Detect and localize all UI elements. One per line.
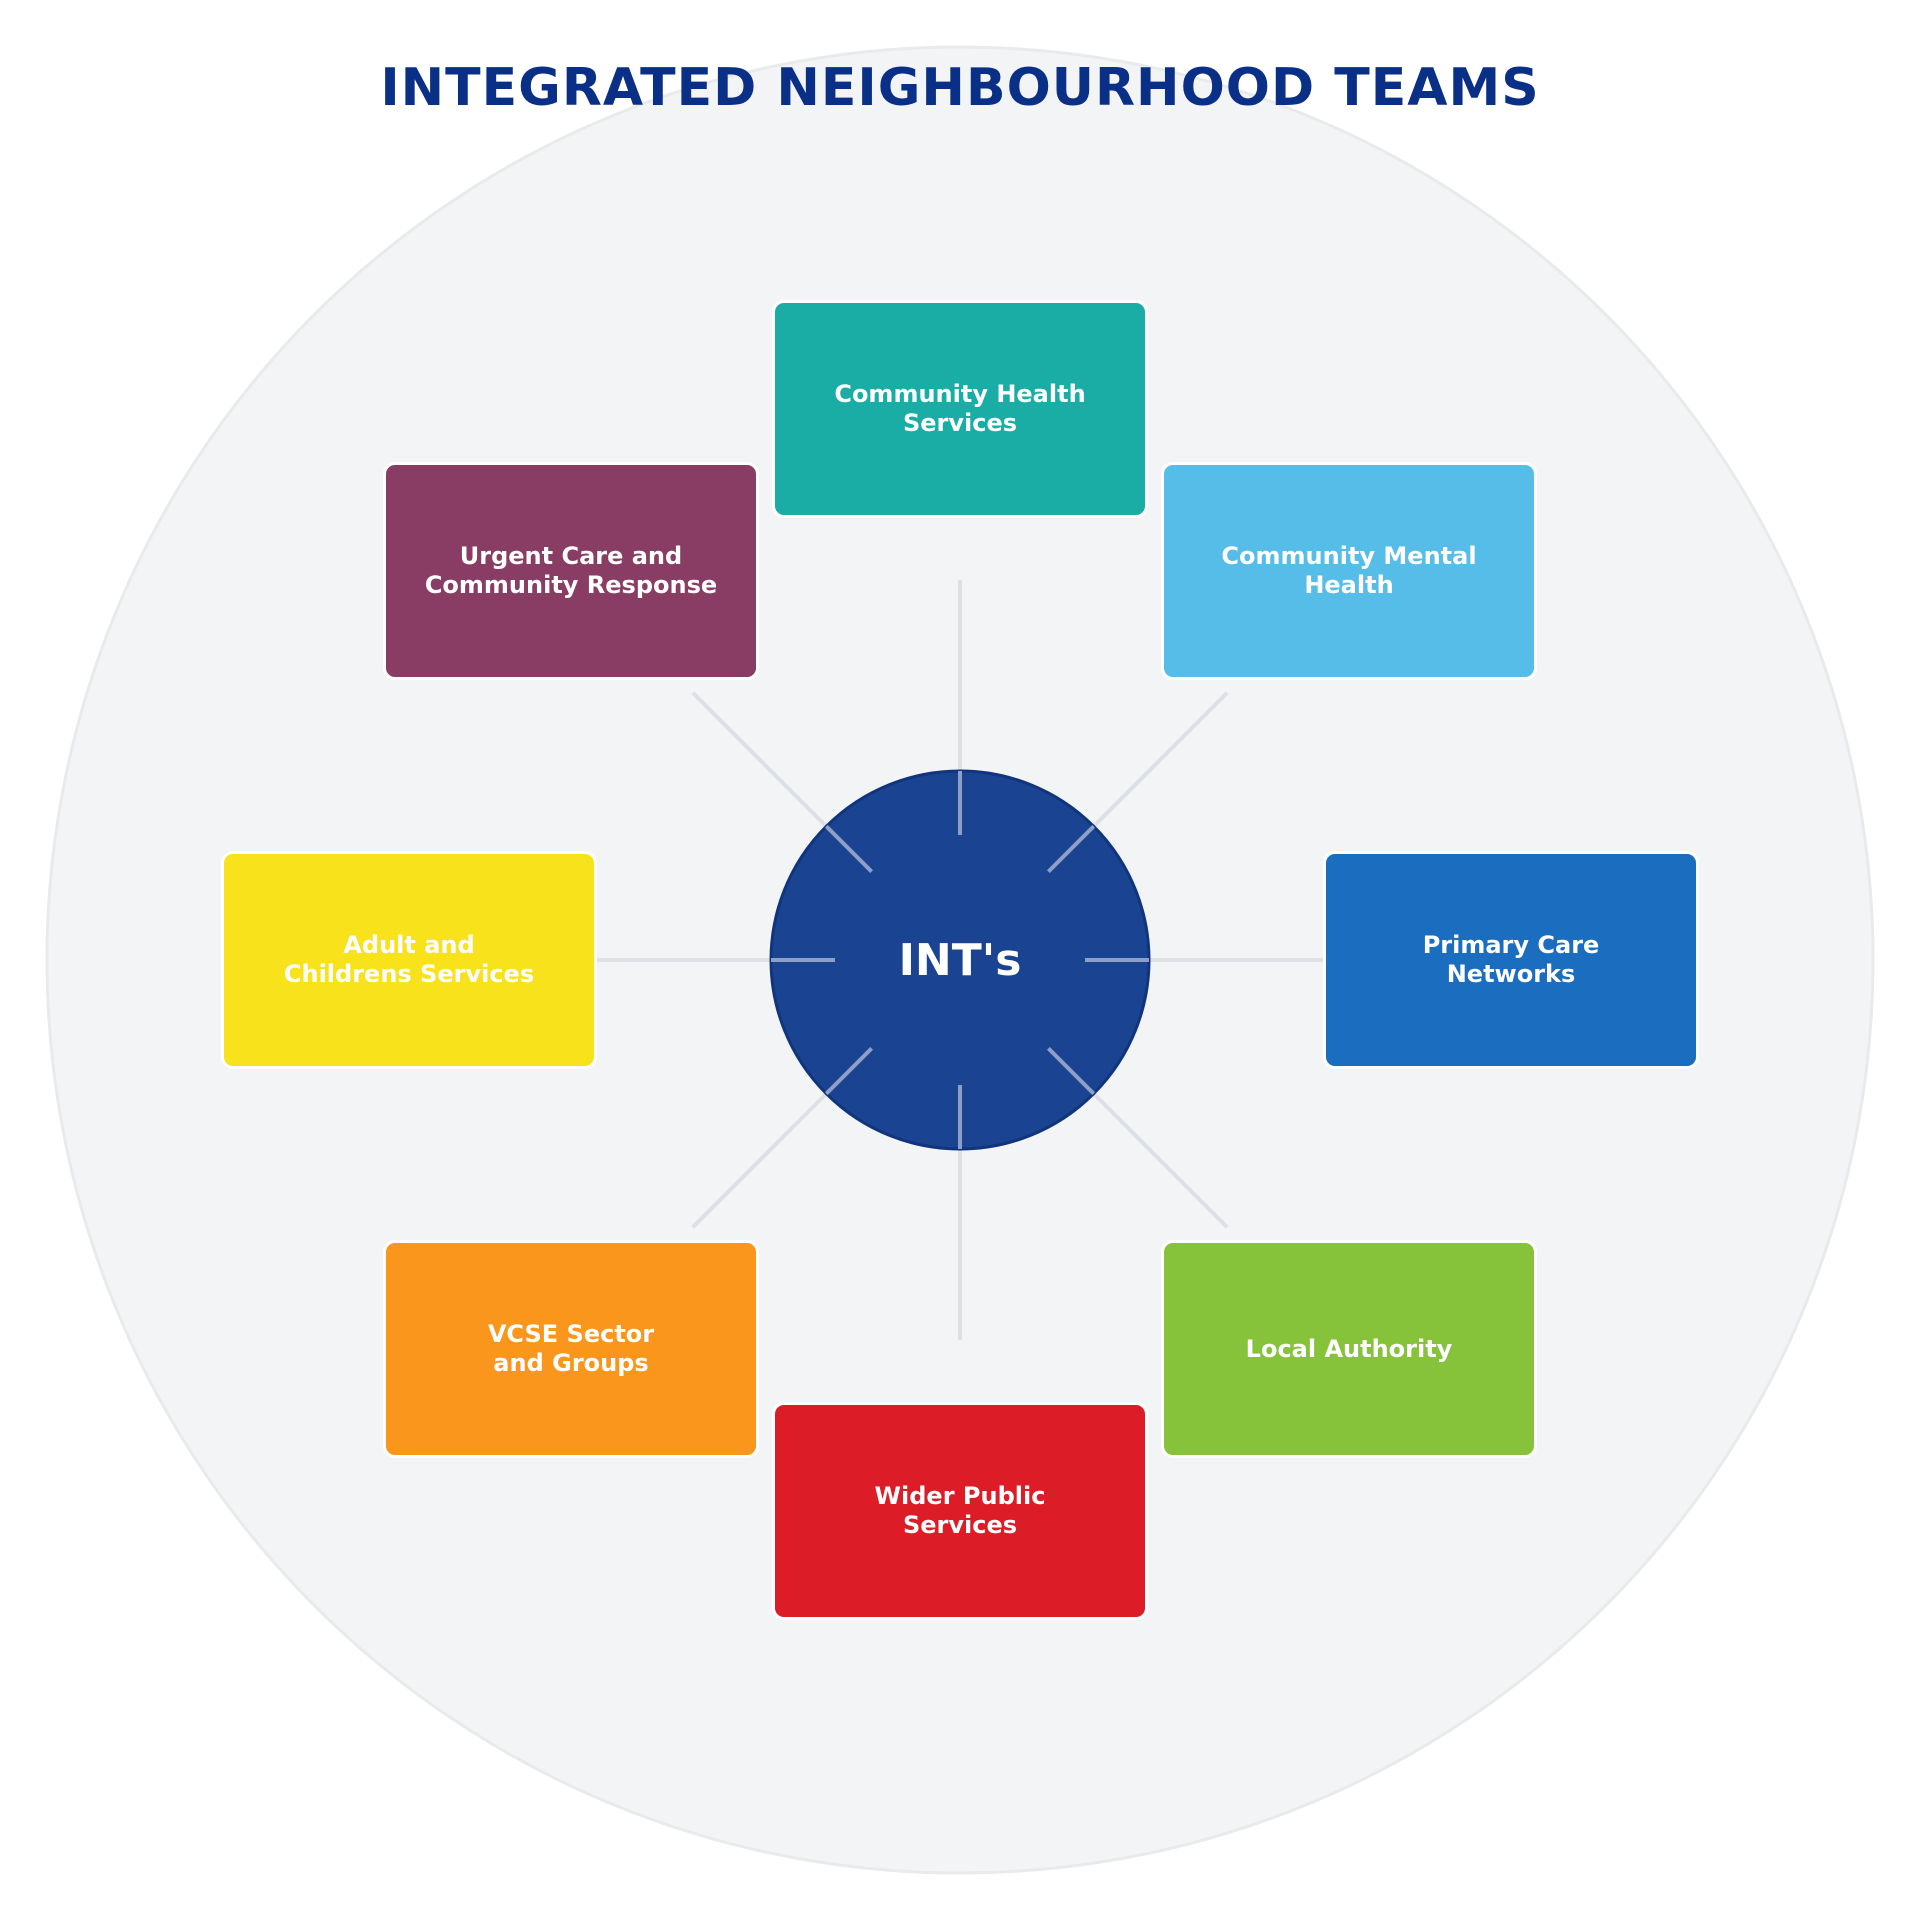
- hub-spoke: [1046, 1046, 1096, 1096]
- node-adult-childrens-services: Adult and Childrens Services: [221, 851, 597, 1069]
- hub-spokes: [771, 771, 1149, 1149]
- node-urgent-care: Urgent Care and Community Response: [383, 462, 759, 680]
- hub-label: INT's: [898, 934, 1022, 986]
- node-community-health-services: Community Health Services: [772, 300, 1148, 518]
- node-community-mental-health: Community Mental Health: [1161, 462, 1537, 680]
- hub-spoke: [824, 824, 874, 874]
- hub-spoke: [824, 1046, 874, 1096]
- page-title: INTEGRATED NEIGHBOURHOOD TEAMS: [380, 58, 1540, 118]
- hub-spoke: [1046, 824, 1096, 874]
- node-primary-care-networks: Primary Care Networks: [1323, 851, 1699, 1069]
- node-local-authority: Local Authority: [1161, 1240, 1537, 1458]
- node-vcse-sector: VCSE Sector and Groups: [383, 1240, 759, 1458]
- node-wider-public-services: Wider Public Services: [772, 1402, 1148, 1620]
